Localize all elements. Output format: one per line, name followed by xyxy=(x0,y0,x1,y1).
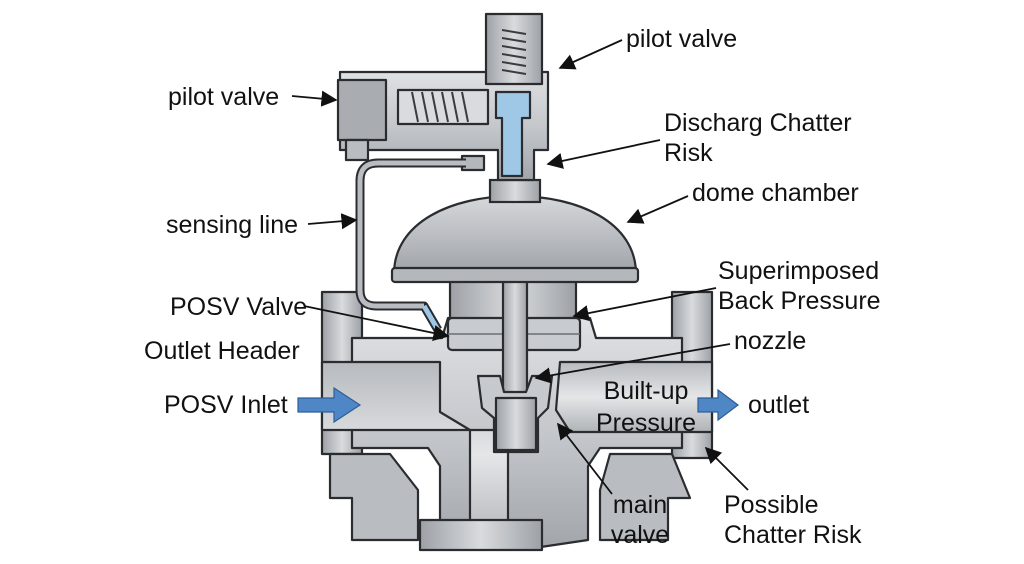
flange-foot-left xyxy=(330,454,418,540)
label-nozzle: nozzle xyxy=(734,326,806,356)
label-outlet: outlet xyxy=(748,390,809,420)
label-posv-inlet: POSV Inlet xyxy=(164,390,288,420)
label-possible-chatter-2: Chatter Risk xyxy=(724,520,862,550)
leader-discharge-chatter xyxy=(548,140,660,164)
label-possible-chatter-1: Possible xyxy=(724,490,819,520)
leader-sensing-line xyxy=(308,220,356,224)
pilot-head-left xyxy=(338,80,386,140)
label-built-up-2: Pressure xyxy=(592,408,700,438)
leader-pilot-valve-top xyxy=(560,40,622,68)
leader-pilot-valve-left xyxy=(292,96,336,100)
dome-chamber-shape xyxy=(392,180,638,282)
label-sensing-line: sensing line xyxy=(166,210,298,240)
label-posv-valve: POSV Valve xyxy=(170,292,307,322)
label-outlet-header: Outlet Header xyxy=(144,336,300,366)
disc xyxy=(496,398,536,450)
label-pilot-valve-top: pilot valve xyxy=(626,24,737,54)
label-main-valve-1: main xyxy=(600,490,680,520)
label-discharge-chatter-risk-2: Risk xyxy=(664,138,713,168)
label-superimposed-2: Back Pressure xyxy=(718,286,881,316)
leader-possible-chatter xyxy=(706,448,748,490)
leader-dome-chamber xyxy=(628,196,688,222)
dome-neck xyxy=(490,180,540,202)
label-superimposed-1: Superimposed xyxy=(718,256,879,286)
label-discharge-chatter-risk-1: Discharg Chatter xyxy=(664,108,852,138)
label-main-valve-2: valve xyxy=(600,520,680,550)
label-pilot-valve-left: pilot valve xyxy=(168,82,279,112)
bottom-flange xyxy=(420,520,542,550)
label-built-up-1: Built-up xyxy=(598,376,694,406)
label-dome-chamber: dome chamber xyxy=(692,178,859,208)
